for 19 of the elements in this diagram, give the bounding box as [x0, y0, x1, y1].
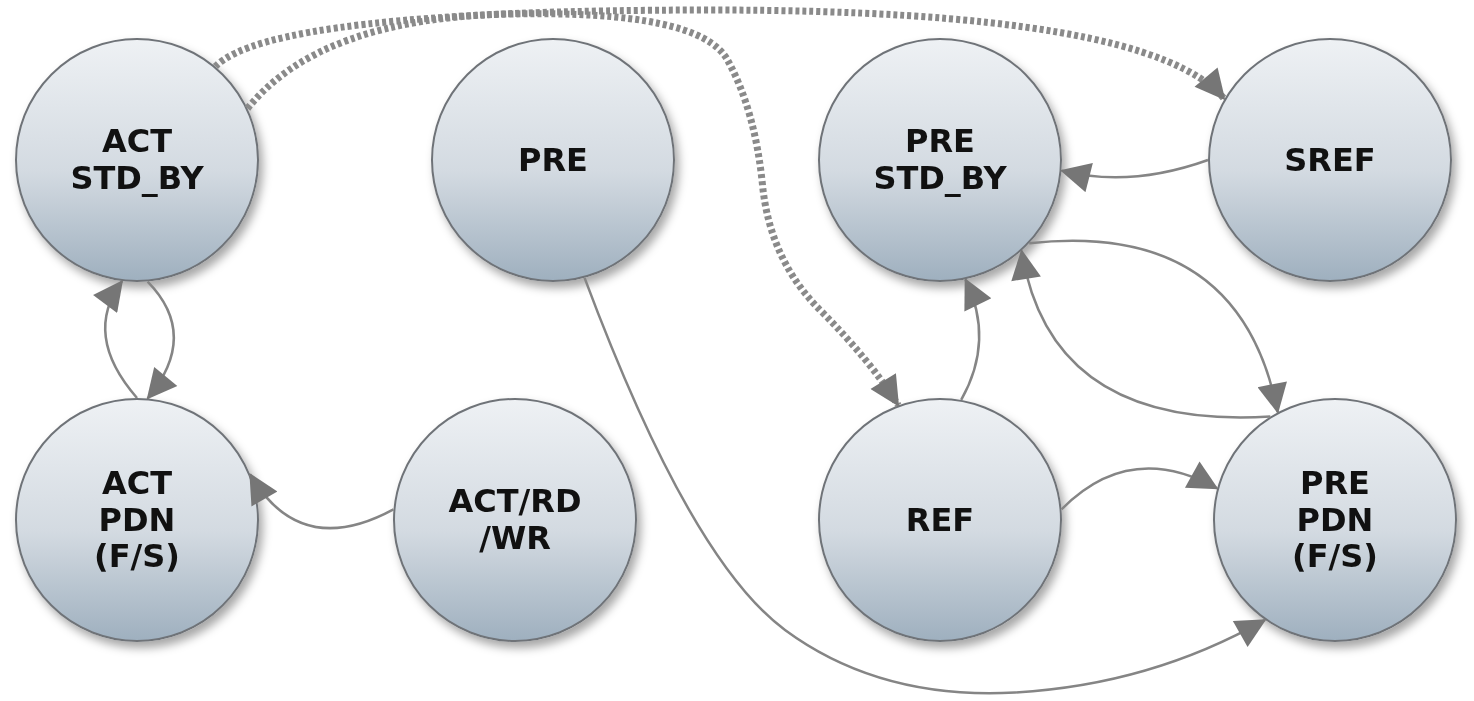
state-label: ACT/RD /WR — [447, 483, 583, 557]
arrow — [146, 280, 177, 400]
state-label: ACT STD_BY — [69, 123, 205, 197]
state-label: SREF — [1283, 141, 1377, 179]
arrow — [1012, 249, 1271, 419]
state-label: ACT PDN (F/S) — [93, 464, 181, 576]
arrow — [93, 279, 138, 399]
dashed-arrow — [213, 6, 1227, 102]
state-label: REF — [904, 501, 976, 539]
state-label: PRE STD_BY — [872, 123, 1008, 197]
arrow — [249, 473, 394, 530]
dashed-arrow — [244, 10, 902, 408]
arrow — [583, 277, 1267, 695]
arrow — [1060, 462, 1219, 511]
state-label: PRE — [517, 141, 589, 179]
arrow — [1029, 239, 1286, 414]
arrow — [960, 277, 991, 401]
arrow — [1060, 158, 1209, 192]
state-label: PRE PDN (F/S) — [1291, 464, 1379, 576]
